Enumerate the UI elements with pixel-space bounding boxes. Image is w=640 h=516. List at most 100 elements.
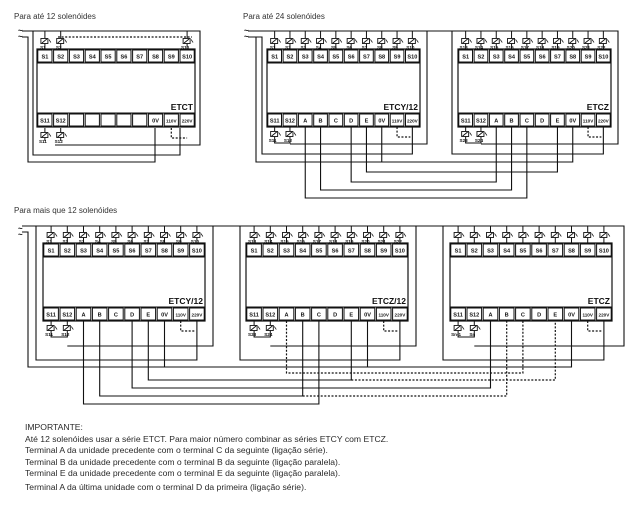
- terminal-label: A: [81, 313, 85, 319]
- solenoid-mark: [510, 233, 513, 237]
- terminal-label: S5: [315, 249, 322, 255]
- terminal-top: [565, 49, 581, 63]
- solenoid-slash: [454, 325, 461, 331]
- solenoid-mark: [119, 233, 123, 237]
- solenoid-slash: [193, 232, 200, 238]
- terminal-bottom: [59, 307, 76, 321]
- solenoid-label: S10: [406, 45, 415, 50]
- terminal-top: [91, 243, 108, 257]
- solenoid-slash: [177, 232, 183, 238]
- solenoid-mark: [484, 39, 488, 43]
- solenoid-slash: [380, 232, 386, 238]
- solenoid-mark: [461, 233, 465, 237]
- terminal-label: S12: [285, 119, 295, 125]
- solenoid-mark: [416, 39, 419, 43]
- solenoid-label: S18: [329, 239, 338, 244]
- terminal-label: A: [488, 313, 492, 319]
- solenoid-slash: [477, 38, 484, 44]
- solenoid-slash: [64, 232, 70, 238]
- solenoid-icon: [502, 232, 513, 241]
- solenoid-icon: Sn: [469, 325, 481, 337]
- solenoid-label: S5: [111, 239, 117, 244]
- terminal-top: [563, 243, 580, 257]
- terminal-top: [37, 49, 53, 63]
- solenoid-icon: S15: [490, 38, 503, 50]
- solenoid-slash: [286, 131, 293, 137]
- terminal-top: [579, 243, 596, 257]
- wire-b-b: [319, 127, 513, 191]
- terminal-bottom: [278, 307, 295, 321]
- terminal-label: S5: [523, 55, 530, 61]
- terminal-label: 110V: [583, 119, 594, 124]
- terminal-label: 110V: [166, 119, 177, 124]
- module-etcz-last: S1S11S2S12S3AS4BS5CS6DS7ES80VS9110VS1022…: [449, 242, 613, 322]
- terminal-label: S8: [568, 249, 575, 255]
- solenoid-icon: S9: [176, 232, 187, 244]
- solenoid-label: S14: [264, 239, 273, 244]
- terminal-bottom: [450, 307, 466, 321]
- terminal-top: [519, 49, 535, 63]
- terminal-top: [311, 243, 327, 257]
- terminal-top: [488, 49, 504, 63]
- solenoid-icon: S1: [40, 38, 52, 50]
- terminal-top: [313, 49, 328, 63]
- solenoid-icon: Sn-1: [451, 325, 465, 337]
- solenoid-icon: S7: [362, 38, 373, 50]
- terminal-bottom: [504, 113, 519, 127]
- solenoid-icon: S18: [536, 38, 549, 50]
- solenoid-icon: S24: [264, 325, 277, 337]
- solenoid-mark: [322, 233, 326, 237]
- solenoid-icon: S2: [62, 232, 74, 244]
- terminal-top: [498, 243, 515, 257]
- ac-symbol-icon: ~: [18, 26, 23, 35]
- solenoid-slash: [492, 38, 499, 44]
- terminal-top: [267, 49, 282, 63]
- solenoid-slash: [600, 38, 606, 44]
- terminal-label: 0V: [364, 313, 371, 319]
- terminal-bottom: [458, 113, 473, 127]
- terminal-label: S9: [380, 249, 387, 255]
- wire: [255, 37, 574, 163]
- solenoid-label: S7: [143, 239, 149, 244]
- terminal-bottom: [172, 307, 189, 321]
- solenoid-slash: [471, 325, 477, 331]
- terminal-top: [282, 49, 298, 63]
- solenoid-slash: [317, 38, 323, 44]
- module-name: ETCZ: [588, 296, 610, 306]
- solenoid-icon: S22: [394, 232, 407, 244]
- solenoid-icon: S3: [300, 38, 312, 50]
- terminal-label: S4: [299, 249, 307, 255]
- solenoid-label: S21: [582, 45, 591, 50]
- solenoid-slash: [315, 232, 322, 238]
- solenoid-slash: [552, 232, 558, 238]
- wire: [35, 226, 198, 361]
- solenoid-icon: S11: [45, 325, 58, 337]
- solenoid-mark: [290, 233, 293, 237]
- terminal-label: S7: [363, 55, 370, 61]
- solenoid-mark: [400, 39, 404, 43]
- terminal-label: S11: [270, 119, 280, 125]
- solenoid-mark: [355, 233, 358, 237]
- solenoid-mark: [278, 132, 281, 136]
- terminal-label: S4: [503, 249, 511, 255]
- solenoid-label: S20: [361, 239, 370, 244]
- solenoid-mark: [484, 132, 488, 136]
- terminal-label: S10: [599, 249, 609, 255]
- solenoid-label: S1: [40, 45, 46, 50]
- terminal-bottom: [343, 113, 359, 127]
- terminal-bottom: [359, 113, 374, 127]
- terminal-top: [458, 49, 473, 63]
- solenoid-slash: [57, 132, 63, 138]
- terminal-label: S7: [145, 249, 152, 255]
- solenoid-icon: S13: [248, 232, 261, 244]
- solenoid-mark: [274, 233, 277, 237]
- note-line: Terminal E da unidade precedente com o t…: [25, 468, 341, 478]
- solenoid-icon: S16: [297, 232, 309, 244]
- solenoid-slash: [471, 232, 477, 238]
- solenoid-icon: S23: [460, 131, 472, 143]
- solenoid-icon: S16: [505, 38, 518, 50]
- solenoid-icon: S24: [475, 131, 488, 143]
- terminal-label: D: [537, 313, 541, 319]
- terminal-bottom: [124, 307, 140, 321]
- terminal-label: S9: [168, 55, 175, 61]
